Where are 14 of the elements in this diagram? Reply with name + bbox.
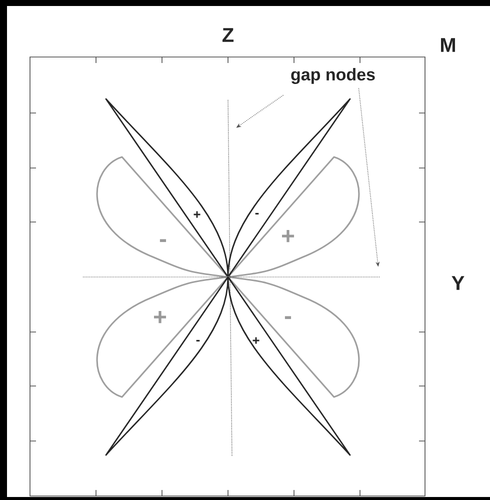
sign-label: - bbox=[160, 239, 166, 242]
sign-label: + bbox=[154, 310, 166, 324]
annotation-text: gap nodes bbox=[291, 68, 375, 84]
axis-label: M bbox=[441, 38, 455, 52]
axis-line bbox=[82, 276, 380, 278]
sign-label: - bbox=[196, 340, 200, 342]
axis-label: Y bbox=[452, 276, 464, 290]
axis-line bbox=[228, 100, 232, 456]
sign-label: + bbox=[282, 230, 294, 242]
axis-label: Z bbox=[222, 28, 234, 42]
sign-label: - bbox=[255, 212, 259, 214]
sign-label: + bbox=[252, 337, 260, 344]
sign-label: + bbox=[194, 211, 200, 218]
sign-label: - bbox=[284, 316, 292, 320]
